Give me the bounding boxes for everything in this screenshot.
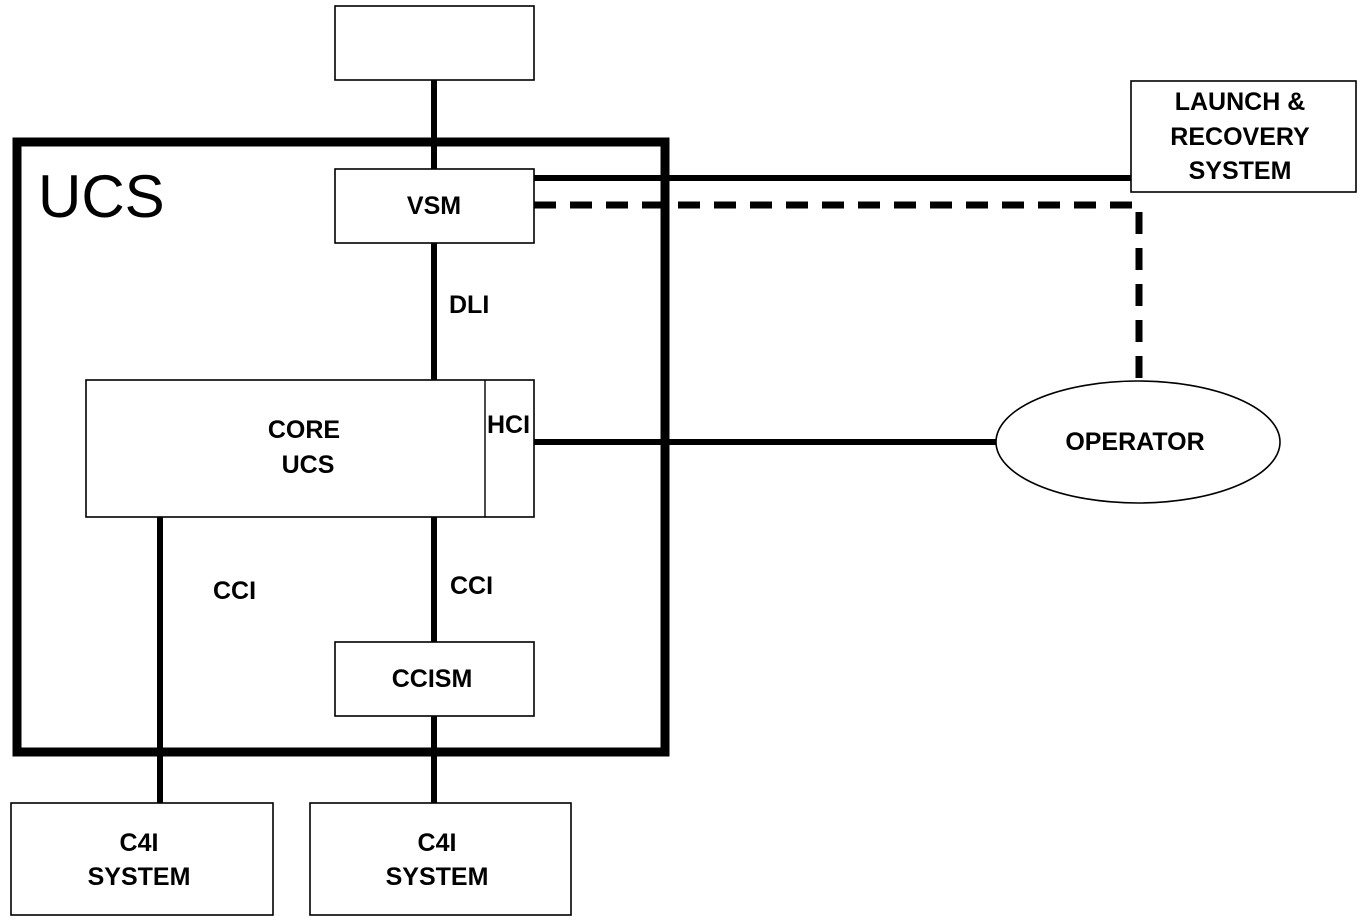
cci-left-label: CCI [213,577,256,605]
launch-recovery-box [1130,80,1357,193]
core-ucs-node: CORE UCS HCI [85,379,535,518]
operator-ellipse [995,380,1281,504]
top-box [334,5,535,81]
core-ucs-box [85,379,535,518]
hci-label: HCI [487,411,530,439]
vsm-label: VSM [407,192,461,220]
launch-recovery-node: LAUNCH & RECOVERY SYSTEM [1130,80,1357,193]
ccism-node: CCISM [334,641,535,717]
vsm-node: VSM [334,168,535,244]
ucs-frame [12,137,670,757]
c4i-system-left-node: C4I SYSTEM [10,802,274,916]
core-ucs-line-2: UCS [282,451,335,479]
launch-recovery-line-3: SYSTEM [1189,157,1292,185]
ccism-label: CCISM [392,665,473,693]
c4i-right-box [309,802,572,916]
c4i-left-line-1: C4I [120,829,159,857]
launch-recovery-line-2: RECOVERY [1170,123,1310,151]
operator-node: OPERATOR [995,380,1281,504]
c4i-left-line-2: SYSTEM [88,863,191,891]
c4i-left-box [10,802,274,916]
core-ucs-line-1: CORE [268,416,340,444]
operator-label: OPERATOR [1065,428,1204,456]
c4i-right-line-1: C4I [418,829,457,857]
vsm-box [334,168,535,244]
launch-recovery-line-1: LAUNCH & [1175,88,1306,116]
c4i-system-right-node: C4I SYSTEM [309,802,572,916]
c4i-right-line-2: SYSTEM [386,863,489,891]
ccism-box [334,641,535,717]
ucs-frame-label: UCS [38,163,165,230]
dli-label: DLI [449,291,489,319]
edge-vsm-to-operator-dashed [534,201,1143,378]
cci-right-label: CCI [450,572,493,600]
